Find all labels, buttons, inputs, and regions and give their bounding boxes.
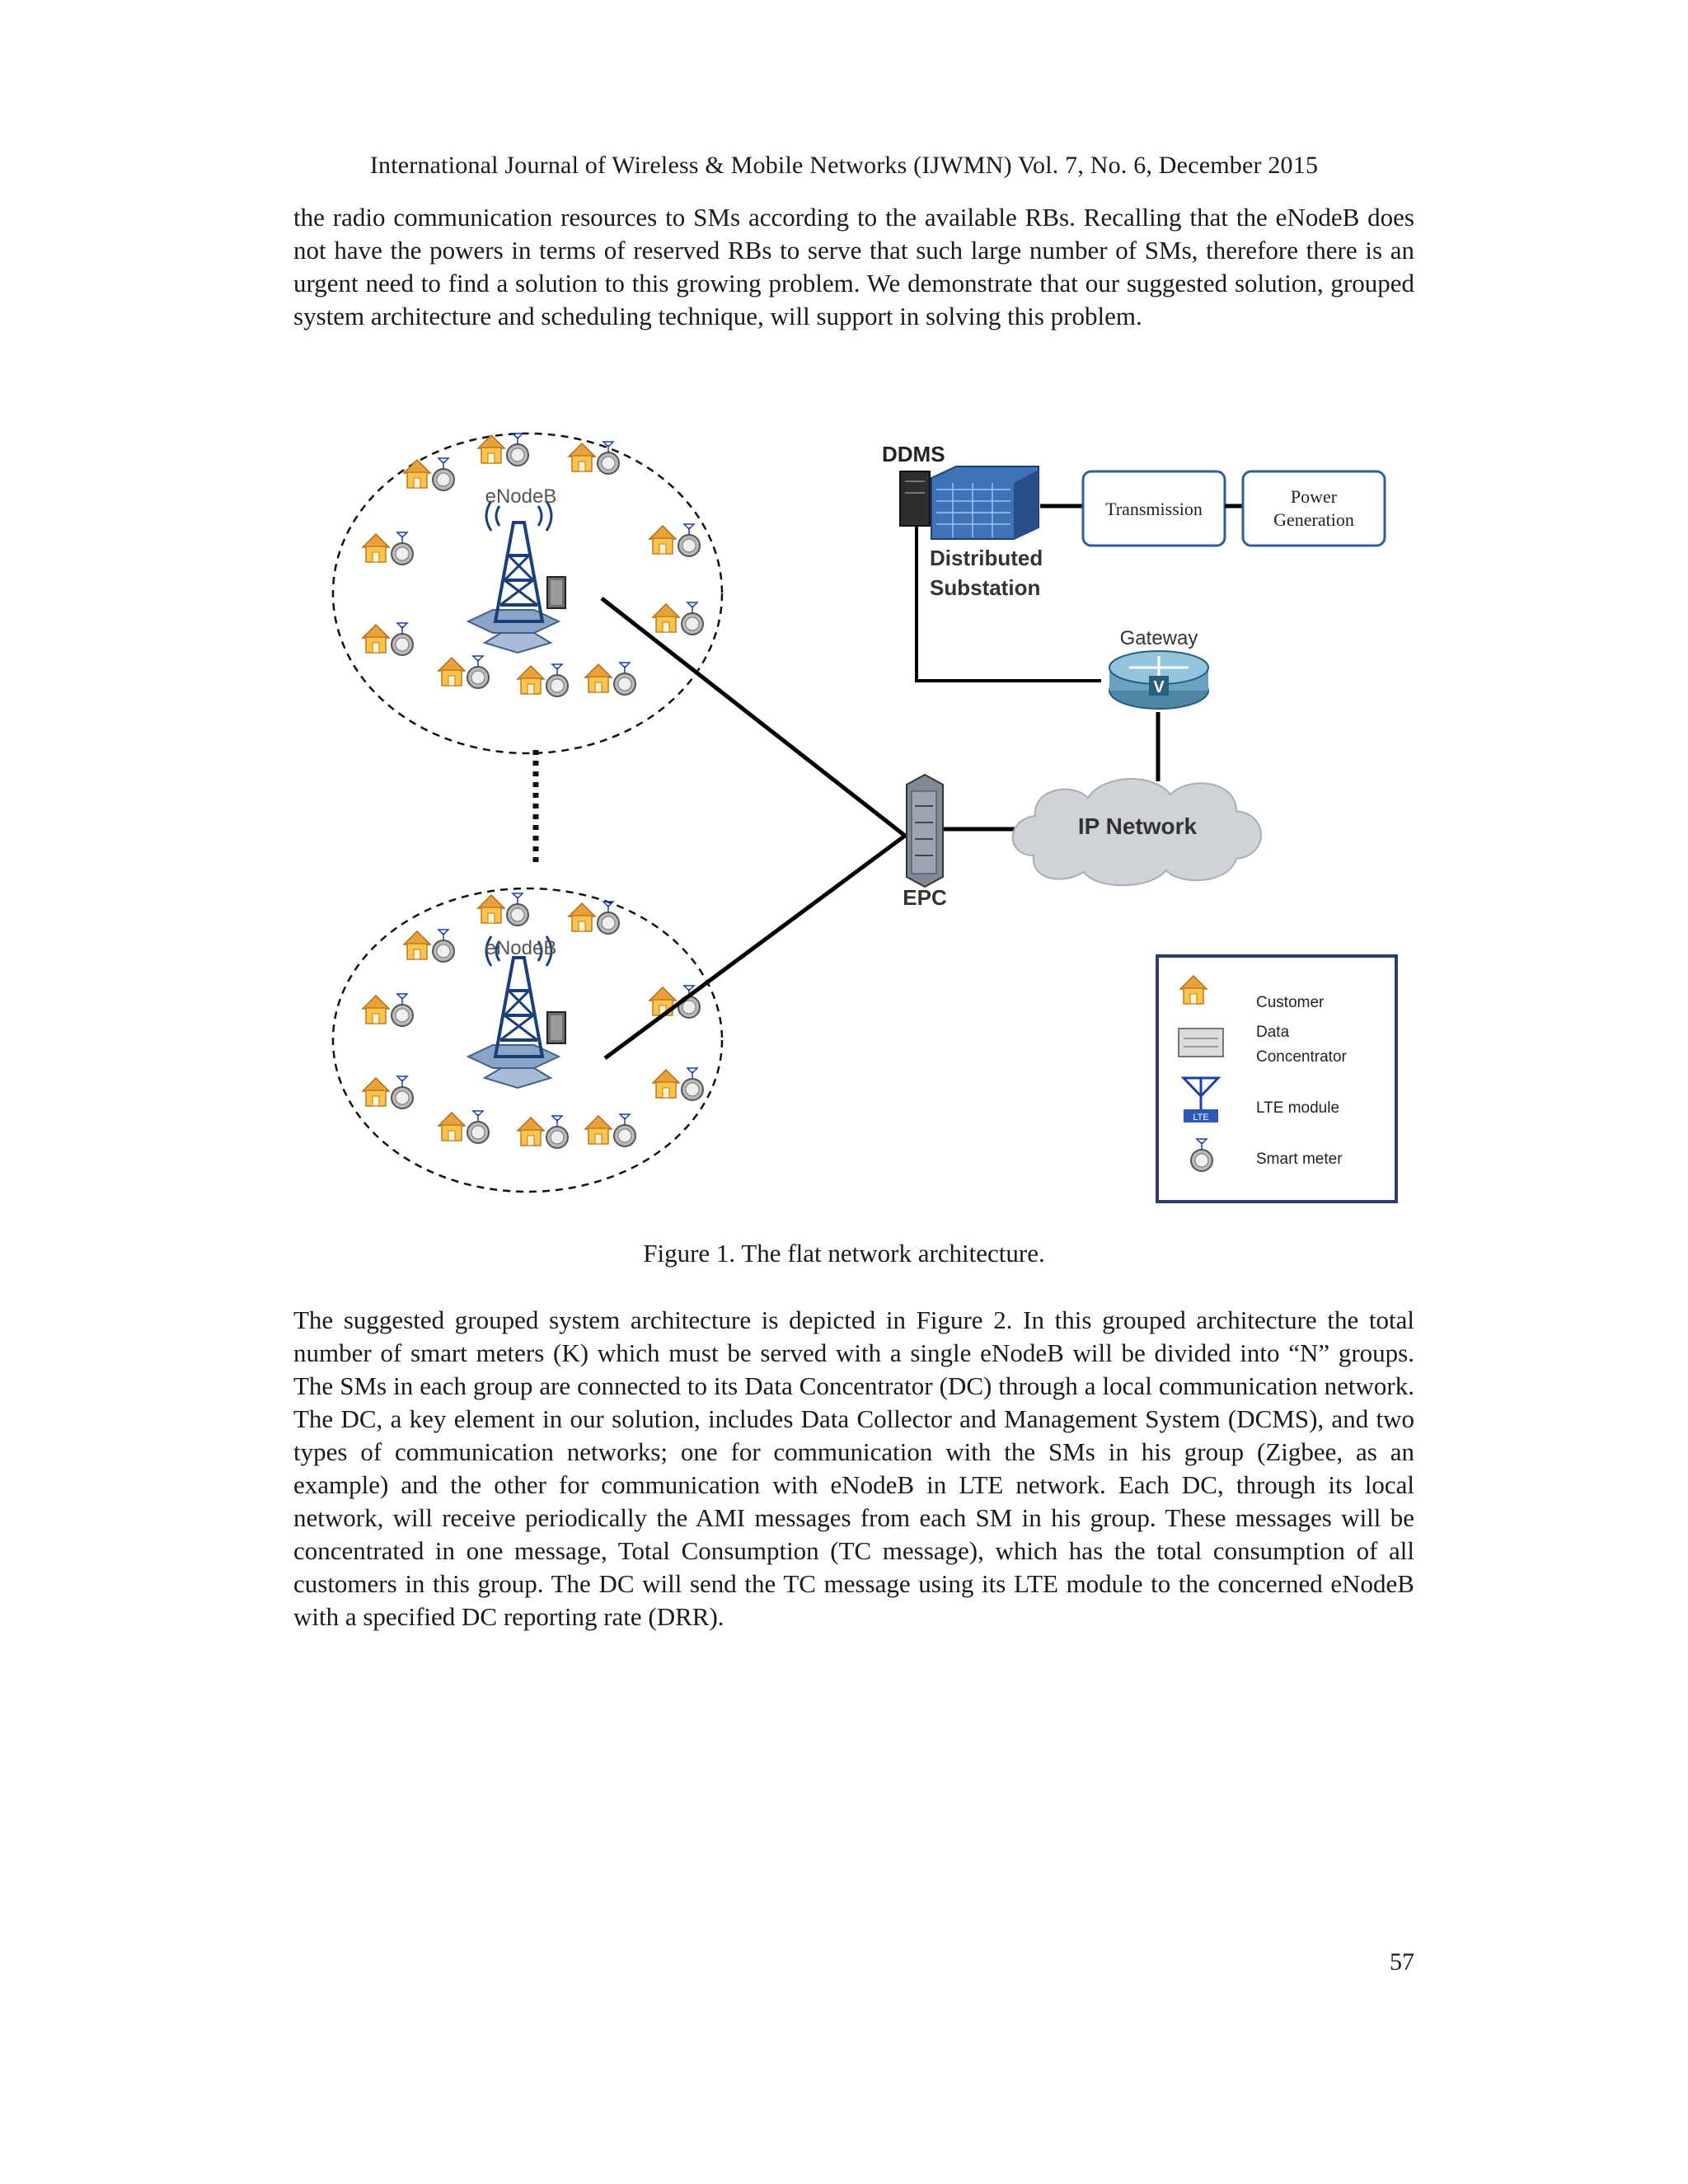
cluster-top: eNodeB <box>331 432 724 755</box>
legend-lte-module-icon: LTE <box>1180 1076 1221 1122</box>
gateway-label: Gateway <box>1120 627 1198 649</box>
page-number: 57 <box>1390 1948 1414 1975</box>
network-architecture-diagram: eNodeB eNodeB EPC IP Network <box>331 432 1398 1203</box>
figure-caption: Figure 1. The flat network architecture. <box>643 1239 1045 1268</box>
substation-to-gateway-link <box>915 508 1101 682</box>
body-paragraph-1: the radio communication resources to SMs… <box>293 203 1414 330</box>
legend-dc-label-line1: Data <box>1256 1024 1290 1041</box>
ip-network-cloud: IP Network <box>1011 778 1262 887</box>
epc-label: EPC <box>903 885 947 910</box>
transmission-box: Transmission <box>1081 470 1226 547</box>
figure-1: eNodeB eNodeB EPC IP Network <box>330 419 1418 1243</box>
gateway-icon-letter: V <box>1153 678 1165 696</box>
enodeb-label-top: eNodeB <box>485 485 557 508</box>
body-paragraph-2: The suggested grouped system architectur… <box>293 1305 1414 1631</box>
power-generation-box: Power Generation <box>1241 470 1386 547</box>
gateway-node: Gateway V <box>1109 627 1209 710</box>
legend: Customer Data Concentrator LTE LTE modul… <box>1156 954 1398 1203</box>
legend-lte-tag: LTE <box>1193 1113 1208 1122</box>
running-header: International Journal of Wireless & Mobi… <box>369 152 1319 179</box>
transmission-label: Transmission <box>1105 499 1203 519</box>
legend-data-concentrator-icon <box>1178 1028 1224 1057</box>
power-label-line1: Power <box>1291 486 1338 507</box>
substation-label-line2: Substation <box>930 575 1040 600</box>
substation-label-line1: Distributed <box>930 546 1043 570</box>
distributed-substation-node: DDMS Distributed Substation <box>882 442 1043 600</box>
legend-customer-label: Customer <box>1256 994 1325 1011</box>
ddms-label: DDMS <box>882 442 945 466</box>
legend-lte-module-label: LTE module <box>1256 1099 1339 1117</box>
power-label-line2: Generation <box>1273 509 1354 530</box>
enodeb-to-epc-links <box>600 597 909 1061</box>
legend-dc-label-line2: Concentrator <box>1256 1048 1348 1066</box>
epc-node: EPC <box>903 773 947 910</box>
legend-smart-meter-label: Smart meter <box>1256 1151 1343 1168</box>
cluster-bottom: eNodeB <box>331 887 724 1193</box>
ip-network-label: IP Network <box>1078 813 1198 839</box>
enodeb-label-bottom: eNodeB <box>485 937 557 959</box>
